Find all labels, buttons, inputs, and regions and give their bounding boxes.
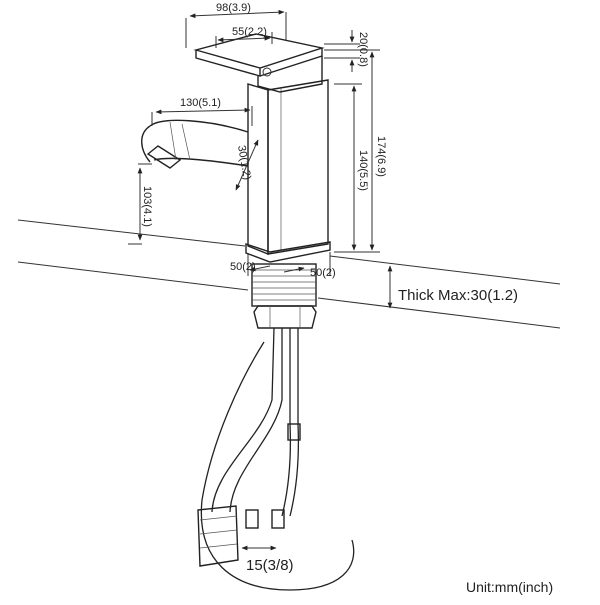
countertop bbox=[17, 219, 561, 329]
thick-max-label: Thick Max:30(1.2) bbox=[398, 287, 518, 304]
spout-reach-label: 130(5.1) bbox=[180, 97, 221, 109]
faucet-shank bbox=[251, 263, 317, 329]
unit-label: Unit:mm(inch) bbox=[466, 579, 553, 595]
hose-connector-label: 15(3/8) bbox=[246, 557, 294, 574]
supply-hoses bbox=[197, 327, 355, 591]
faucet-handle bbox=[193, 33, 325, 93]
base-right-label: 50(2) bbox=[310, 267, 336, 279]
handle-height-label: 20(0.8) bbox=[357, 32, 369, 67]
faucet-body bbox=[245, 79, 331, 263]
handle-width-label: 98(3.9) bbox=[216, 2, 251, 14]
total-height-label: 174(6.9) bbox=[375, 136, 387, 177]
dimension-lines bbox=[128, 9, 393, 551]
faucet-spout bbox=[141, 119, 249, 169]
base-left-label: 50(2) bbox=[230, 261, 256, 273]
body-height-label: 140(5.5) bbox=[357, 150, 369, 191]
handle-depth-label: 55(2.2) bbox=[232, 26, 267, 38]
spout-clearance-label: 103(4.1) bbox=[141, 186, 153, 227]
spout-diameter-label: 30(1.2) bbox=[235, 144, 253, 180]
